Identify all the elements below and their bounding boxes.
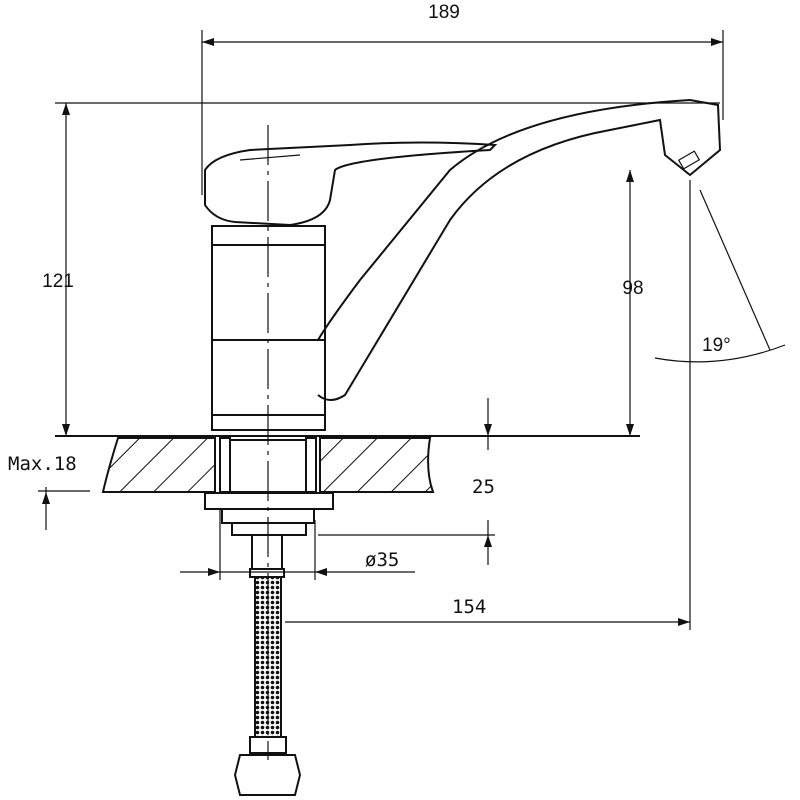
dim-total-height: 121 <box>42 271 74 292</box>
mounting-hardware <box>204 492 334 796</box>
faucet-spout <box>317 98 722 401</box>
faucet-body <box>204 141 498 431</box>
dim-spout-height: 98 <box>622 278 643 299</box>
countertop <box>55 435 640 493</box>
dim-max-countertop: Max.18 <box>8 453 77 475</box>
dim-spout-angle: 19° <box>702 335 731 356</box>
dim-spout-reach: 154 <box>452 596 486 618</box>
dimension-lines <box>38 30 786 630</box>
dim-total-length: 189 <box>428 2 460 23</box>
dim-base-diameter: ø35 <box>365 549 399 571</box>
dim-base-thickness: 25 <box>472 476 495 498</box>
